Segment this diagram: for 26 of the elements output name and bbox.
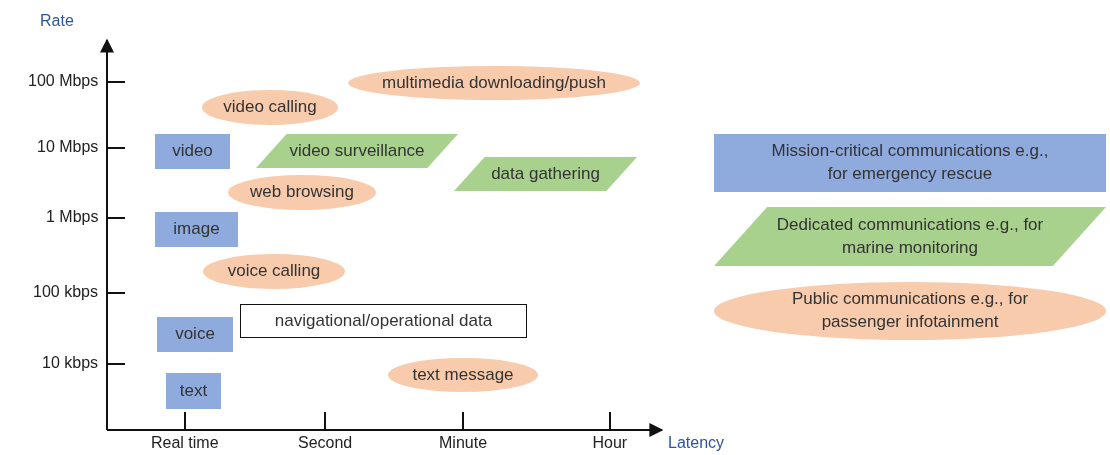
tick-label: Minute [439, 434, 488, 452]
axis-title: Rate [40, 12, 74, 30]
service-box: video [155, 134, 230, 169]
tick-label: 100 kbps [33, 283, 98, 301]
service-box: image [155, 212, 238, 247]
axis-title: Latency [668, 434, 725, 452]
service-ellipse: text message [388, 358, 538, 392]
service-box: voice [157, 317, 233, 352]
tick-label: 10 kbps [42, 354, 99, 372]
service-box: text [166, 373, 221, 409]
service-parallelogram: data gathering [454, 157, 637, 191]
tick-label: 1 Mbps [46, 208, 99, 226]
service-parallelogram: video surveillance [256, 134, 458, 168]
service-ellipse: video calling [202, 90, 338, 125]
service-ellipse: multimedia downloading/push [348, 66, 640, 100]
legend-box: Mission-critical communications e.g., for emergency rescue [714, 134, 1106, 192]
tick-label: Second [298, 434, 353, 452]
service-ellipse: web browsing [228, 175, 376, 210]
tick-label: Hour [592, 434, 628, 452]
legend-ellipse: Public communications e.g., for passenger infotainment [714, 282, 1106, 340]
service-box: navigational/operational data [240, 304, 527, 338]
tick-label: Real time [151, 434, 219, 452]
service-ellipse: voice calling [203, 254, 345, 289]
legend-parallelogram: Dedicated communications e.g., for marine monitoring [714, 207, 1106, 266]
tick-label: 10 Mbps [37, 138, 99, 156]
tick-label: 100 Mbps [28, 72, 99, 90]
